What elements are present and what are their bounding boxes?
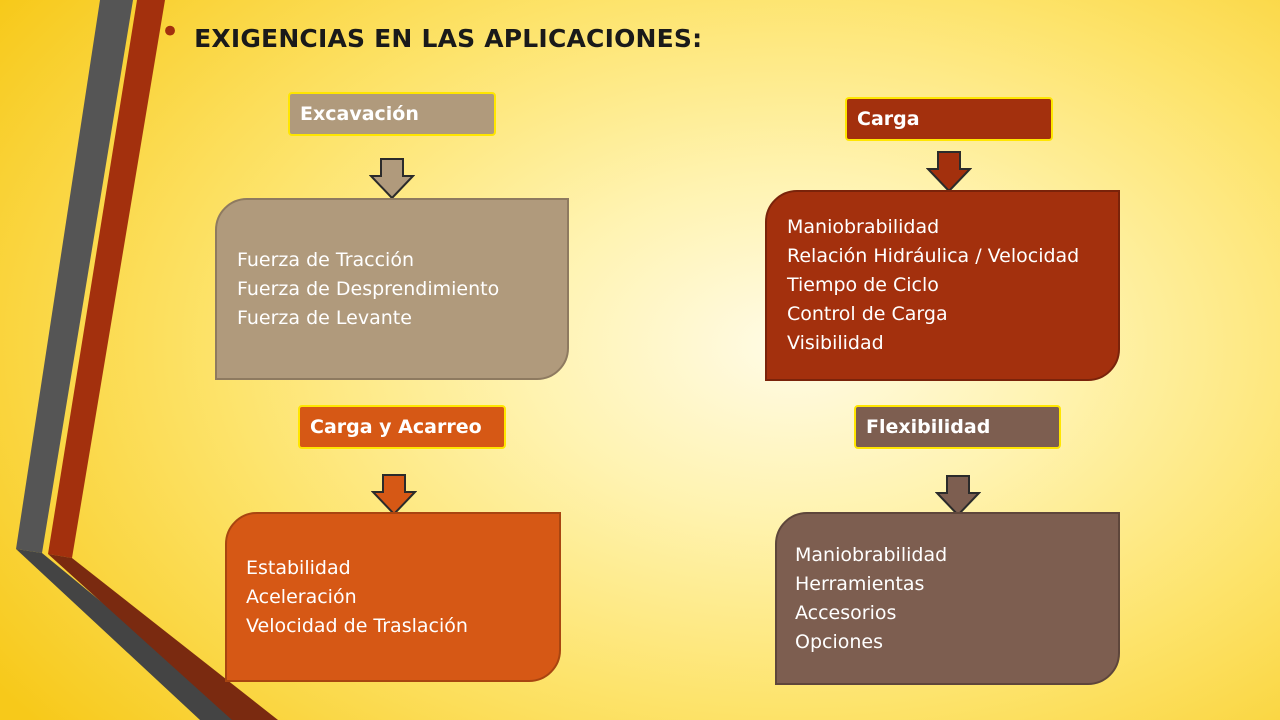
list-item: Maniobrabilidad bbox=[795, 543, 948, 566]
list-item: Fuerza de Levante bbox=[237, 306, 412, 329]
gray-stripe bbox=[16, 0, 133, 553]
list-item: Control de Carga bbox=[787, 303, 948, 325]
list-item: Accesorios bbox=[795, 601, 897, 624]
down-arrow-icon bbox=[369, 158, 415, 200]
rust-stripe bbox=[48, 0, 165, 558]
label-carga-text: Carga bbox=[857, 108, 920, 130]
content-carga-y-acarreo: Estabilidad Aceleración Velocidad de Tra… bbox=[225, 512, 561, 682]
label-carga: Carga bbox=[845, 97, 1053, 141]
rust-stripe-lower bbox=[48, 554, 278, 720]
label-carga-y-acarreo-text: Carga y Acarreo bbox=[310, 416, 482, 438]
label-excavacion: Excavación bbox=[288, 92, 496, 136]
down-arrow-icon bbox=[926, 151, 972, 193]
label-flexibilidad: Flexibilidad bbox=[854, 405, 1061, 449]
title-bullet-icon: • bbox=[160, 12, 181, 52]
list-item: Herramientas bbox=[795, 572, 925, 595]
list-item: Opciones bbox=[795, 630, 883, 653]
label-flexibilidad-text: Flexibilidad bbox=[866, 416, 991, 438]
list-item: Fuerza de Desprendimiento bbox=[237, 277, 500, 300]
list-item: Visibilidad bbox=[787, 332, 884, 354]
down-arrow-icon bbox=[935, 475, 981, 517]
content-carga: Maniobrabilidad Relación Hidráulica / Ve… bbox=[765, 190, 1120, 381]
content-excavacion: Fuerza de Tracción Fuerza de Desprendimi… bbox=[215, 198, 569, 380]
list-item: Maniobrabilidad bbox=[787, 216, 940, 238]
label-excavacion-text: Excavación bbox=[300, 103, 419, 125]
label-carga-y-acarreo: Carga y Acarreo bbox=[298, 405, 506, 449]
list-item: Tiempo de Ciclo bbox=[787, 274, 939, 296]
down-arrow-icon bbox=[371, 474, 417, 516]
list-item: Aceleración bbox=[246, 585, 357, 608]
list-item: Relación Hidráulica / Velocidad bbox=[787, 245, 1080, 267]
list-item: Fuerza de Tracción bbox=[237, 248, 414, 271]
slide-title: • EXIGENCIAS EN LAS APLICACIONES: bbox=[160, 12, 703, 60]
list-item: Estabilidad bbox=[246, 556, 351, 579]
list-item: Velocidad de Traslación bbox=[246, 614, 468, 637]
title-text: EXIGENCIAS EN LAS APLICACIONES: bbox=[194, 23, 703, 53]
content-flexibilidad: Maniobrabilidad Herramientas Accesorios … bbox=[775, 512, 1120, 685]
